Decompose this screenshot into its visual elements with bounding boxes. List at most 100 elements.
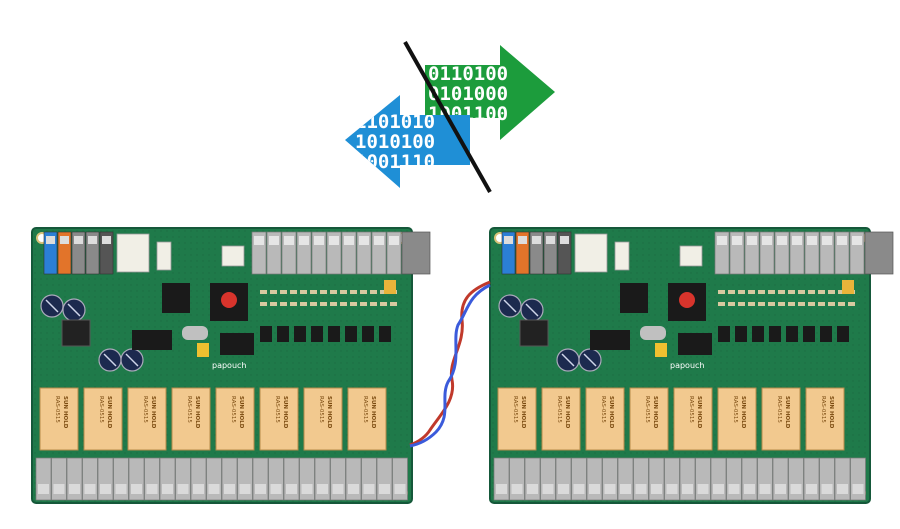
relay xyxy=(585,387,625,451)
transistor xyxy=(735,326,747,342)
transistor xyxy=(820,326,832,342)
relay-model-label: RAS-0515 xyxy=(512,396,518,423)
transistor xyxy=(328,326,340,342)
relay-model-label: RAS-0515 xyxy=(230,396,236,423)
terminal-screw xyxy=(284,236,294,245)
smd-part xyxy=(300,302,307,306)
smd-part xyxy=(838,302,845,306)
terminal-screw xyxy=(46,236,55,244)
terminal-screw xyxy=(852,484,864,494)
transistor xyxy=(345,326,357,342)
terminal-screw xyxy=(542,484,554,494)
terminal-screw xyxy=(162,484,173,494)
smd-part xyxy=(280,302,287,306)
transistor xyxy=(803,326,815,342)
terminal-screw xyxy=(177,484,189,494)
relay-model-label: RAS-0515 xyxy=(142,396,148,423)
terminal-screw xyxy=(762,236,772,245)
relay-brand-label: SUN HOLD xyxy=(784,396,790,429)
smd-part xyxy=(848,302,855,306)
terminal-screw xyxy=(53,484,65,494)
terminal-screw xyxy=(511,484,523,494)
terminal-screw xyxy=(792,236,802,245)
terminal-screw xyxy=(344,236,354,245)
terminal-screw xyxy=(589,484,600,494)
green-binary-line-2: 0101000 xyxy=(428,83,508,105)
mcu-logo-icon xyxy=(221,292,237,308)
relay-model-label: RAS-0515 xyxy=(644,396,650,423)
smd-part xyxy=(270,302,277,306)
transistor xyxy=(294,326,306,342)
ic-chip xyxy=(162,283,190,313)
terminal-screw xyxy=(504,236,513,244)
terminal-screw xyxy=(239,484,251,494)
terminal-screw xyxy=(747,236,757,245)
terminal-screw xyxy=(60,236,69,244)
terminal-screw xyxy=(115,484,127,494)
relay xyxy=(629,387,669,451)
smd-part xyxy=(798,290,805,294)
terminal-screw xyxy=(790,484,802,494)
terminal-screw xyxy=(620,484,631,494)
smd-part xyxy=(340,290,347,294)
smd-part xyxy=(758,290,765,294)
header-connector xyxy=(679,245,703,267)
smd-part xyxy=(778,302,785,306)
brand-label: papouch xyxy=(212,361,247,370)
terminal-screw xyxy=(697,484,709,494)
io-terminal-dark xyxy=(401,231,431,275)
relay xyxy=(541,387,581,451)
capacitor-mark xyxy=(503,299,517,313)
fuse xyxy=(197,343,209,357)
terminal-screw xyxy=(394,484,406,494)
transistor xyxy=(362,326,374,342)
transistor xyxy=(769,326,781,342)
terminal-screw xyxy=(332,484,344,494)
relay xyxy=(347,387,387,451)
smd-part xyxy=(778,290,785,294)
terminal-screw xyxy=(744,484,755,494)
smd-part xyxy=(360,302,367,306)
relay-model-label: RAS-0515 xyxy=(820,396,826,423)
terminal-screw xyxy=(807,236,817,245)
smd-part xyxy=(738,290,745,294)
relay-brand-label: SUN HOLD xyxy=(62,396,68,429)
terminal-screw xyxy=(573,484,585,494)
relay-brand-label: SUN HOLD xyxy=(828,396,834,429)
smd-part xyxy=(758,302,765,306)
smd-part xyxy=(320,302,327,306)
smd-part xyxy=(340,302,347,306)
terminal-screw xyxy=(100,484,111,494)
terminal-screw xyxy=(69,484,80,494)
terminal-screw xyxy=(269,236,279,245)
terminal-screw xyxy=(131,484,142,494)
capacitor-mark xyxy=(45,299,59,313)
blue-binary-line-1: 1101010 xyxy=(355,111,435,133)
smd-part xyxy=(748,290,755,294)
terminal-screw xyxy=(682,484,693,494)
relay xyxy=(673,387,713,451)
smd-part xyxy=(768,290,775,294)
smd-part xyxy=(728,302,735,306)
regulator xyxy=(590,330,630,350)
terminal-screw xyxy=(299,236,309,245)
smd-part xyxy=(380,302,387,306)
relay-model-label: RAS-0515 xyxy=(776,396,782,423)
terminal-screw xyxy=(822,236,832,245)
smd-part xyxy=(350,302,357,306)
relay-brand-label: SUN HOLD xyxy=(652,396,658,429)
terminal-screw xyxy=(713,484,724,494)
white-connector xyxy=(116,233,150,273)
terminal-screw xyxy=(301,484,313,494)
smd-part xyxy=(380,290,387,294)
data-transfer-arrows: 0110100 0101000 1001100 1101010 1010100 … xyxy=(345,41,555,193)
capacitor-mark xyxy=(67,303,81,317)
relay-brand-label: SUN HOLD xyxy=(238,396,244,429)
smd-part xyxy=(360,290,367,294)
relay-brand-label: SUN HOLD xyxy=(740,396,746,429)
terminal-screw xyxy=(527,484,538,494)
smd-part xyxy=(270,290,277,294)
relay xyxy=(761,387,801,451)
smd-part xyxy=(838,290,845,294)
